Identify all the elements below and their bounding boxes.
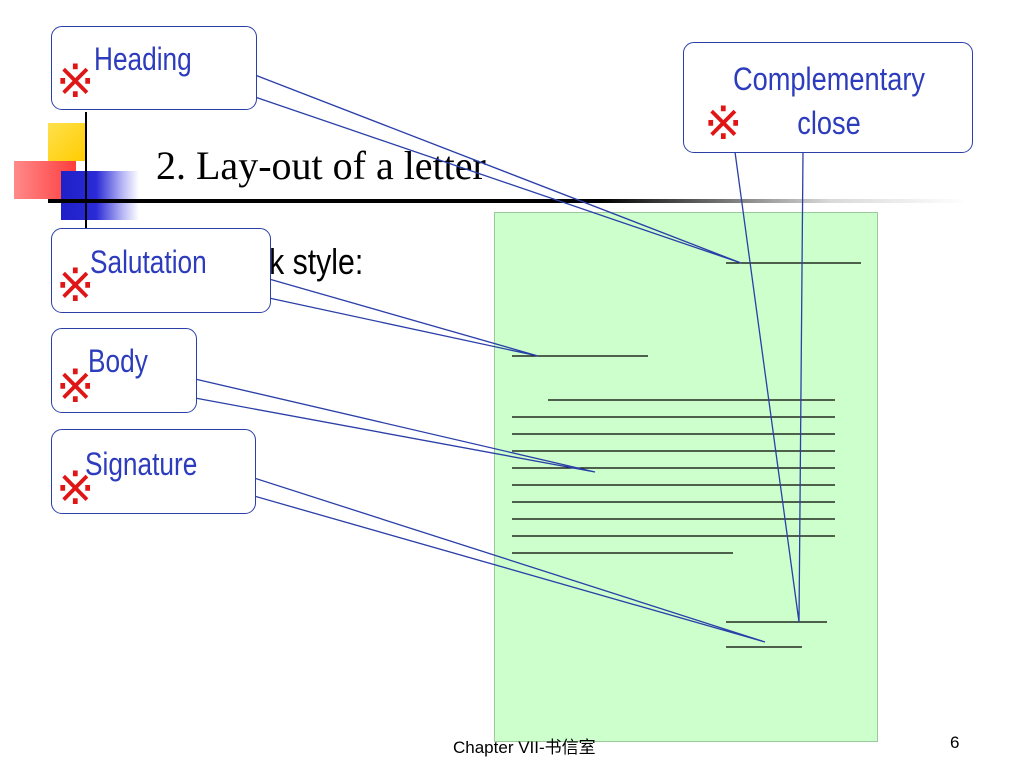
- callout-label-body: Body: [88, 343, 148, 379]
- signature-connector: [253, 477, 766, 643]
- callout-label-complementary-close: Complementary close: [733, 61, 925, 141]
- subtitle-text: ck style:: [254, 241, 364, 282]
- page-number: 6: [950, 733, 960, 752]
- salutation-connector: [268, 278, 539, 357]
- title-underline: [48, 199, 968, 203]
- reference-mark-icon: ※: [56, 359, 95, 413]
- callout-label-signature: Signature: [85, 446, 198, 482]
- letter-lines: [512, 262, 861, 648]
- reference-mark-icon: ※: [56, 258, 95, 312]
- callout-complementary-close: ※ Complementary close: [683, 42, 973, 153]
- slide-footer: Chapter VII-书信室: [453, 738, 596, 757]
- decorative-vertical-line: [85, 112, 87, 230]
- callout-signature: ※ Signature: [51, 429, 256, 514]
- decorative-blue-square: [61, 171, 139, 220]
- reference-mark-icon: ※: [704, 96, 743, 150]
- complementary-close-connector: [734, 151, 804, 623]
- slide-title: 2. Lay-out of a letter: [156, 143, 486, 188]
- callout-connectors: [194, 74, 804, 643]
- callout-body: ※ Body: [51, 328, 197, 413]
- callout-heading: ※ Heading: [51, 26, 257, 110]
- heading-connector: [254, 74, 742, 264]
- reference-mark-icon: ※: [56, 461, 95, 515]
- letter-page: [494, 212, 878, 742]
- reference-mark-icon: ※: [56, 54, 95, 108]
- body-connector: [194, 378, 596, 473]
- callout-salutation: ※ Salutation: [51, 228, 271, 313]
- decorative-yellow-square: [48, 123, 85, 161]
- callout-label-heading: Heading: [94, 41, 192, 77]
- callout-label-salutation: Salutation: [90, 244, 207, 280]
